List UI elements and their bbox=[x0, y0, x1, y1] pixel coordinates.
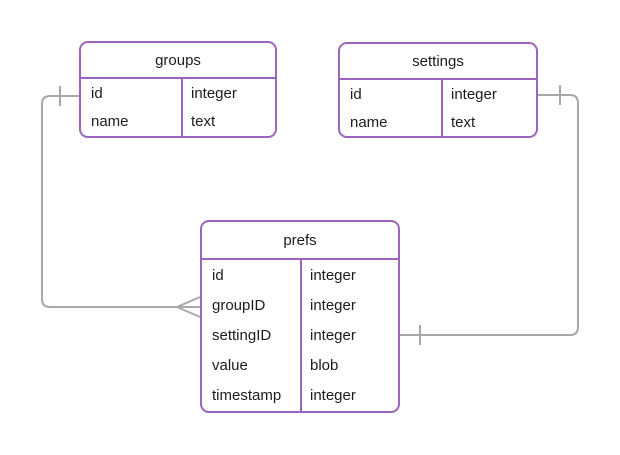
table-title: groups bbox=[81, 43, 275, 79]
table-groups[interactable]: groups id integer name text bbox=[79, 41, 277, 138]
table-prefs[interactable]: prefs id integer groupID integer setting… bbox=[200, 220, 400, 413]
column-type: text bbox=[451, 113, 476, 131]
table-row[interactable]: name text bbox=[81, 108, 275, 137]
column-type: text bbox=[191, 113, 216, 131]
column-name: id bbox=[91, 84, 103, 102]
table-row[interactable]: value blob bbox=[202, 351, 398, 381]
column-name: name bbox=[91, 113, 129, 131]
connector-line[interactable] bbox=[400, 94, 579, 336]
column-divider bbox=[300, 260, 302, 411]
table-row[interactable]: timestamp integer bbox=[202, 381, 398, 411]
column-divider bbox=[441, 80, 443, 136]
column-type: integer bbox=[310, 387, 356, 405]
table-columns: id integer groupID integer settingID int… bbox=[202, 260, 398, 411]
column-type: blob bbox=[310, 357, 339, 375]
table-row[interactable]: settingID integer bbox=[202, 320, 398, 350]
column-name: value bbox=[212, 357, 248, 375]
column-type: integer bbox=[310, 266, 356, 284]
table-title: settings bbox=[340, 44, 536, 80]
relationship-groups-prefs[interactable] bbox=[41, 86, 201, 318]
column-type: integer bbox=[310, 296, 356, 314]
table-title: prefs bbox=[202, 222, 398, 260]
column-name: id bbox=[212, 266, 224, 284]
table-columns: id integer name text bbox=[340, 80, 536, 136]
column-type: integer bbox=[310, 327, 356, 344]
connector-line[interactable] bbox=[41, 95, 177, 308]
table-row[interactable]: id integer bbox=[202, 260, 398, 290]
column-name: name bbox=[350, 113, 388, 131]
column-name: settingID bbox=[212, 327, 272, 344]
table-row[interactable]: name text bbox=[340, 108, 536, 136]
table-settings[interactable]: settings id integer name text bbox=[338, 42, 538, 138]
crow-foot-many-icon bbox=[174, 296, 201, 318]
column-name: timestamp bbox=[212, 387, 282, 405]
column-name: id bbox=[350, 85, 362, 103]
table-columns: id integer name text bbox=[81, 79, 275, 136]
column-type: integer bbox=[191, 84, 237, 102]
table-row[interactable]: id integer bbox=[340, 80, 536, 108]
column-name: groupID bbox=[212, 296, 266, 314]
table-row[interactable]: id integer bbox=[81, 79, 275, 108]
column-type: integer bbox=[451, 85, 497, 103]
relationship-settings-prefs[interactable] bbox=[400, 85, 579, 345]
table-row[interactable]: groupID integer bbox=[202, 290, 398, 320]
column-divider bbox=[181, 79, 183, 136]
